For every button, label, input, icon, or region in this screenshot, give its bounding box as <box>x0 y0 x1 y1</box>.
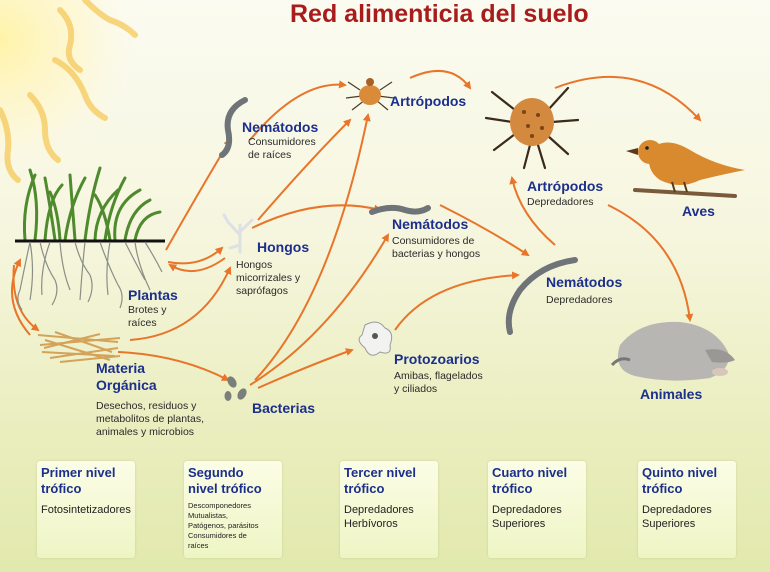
nematode-icon <box>219 97 248 158</box>
trophic-level-desc: Fotosintetizadores <box>41 503 131 517</box>
trophic-level-card: Primer nivel trófico Fotosintetizadores <box>37 461 135 558</box>
fungi-desc-line: Hongos <box>236 259 273 271</box>
plants-desc: Brotes y raíces <box>128 304 167 330</box>
bacteria-label: Bacterias <box>252 400 316 416</box>
trophic-level-title: Quinto nivel trófico <box>642 465 717 497</box>
trophic-level-title-line: Cuarto nivel <box>492 465 568 480</box>
organic-matter-desc: Desechos, residuos y metabolitos de plan… <box>96 400 204 439</box>
organic-matter-desc-line: metabolitos de plantas, <box>96 413 204 425</box>
bacterial-nematodes-label: Nemátodos <box>392 216 469 232</box>
trophic-level-title-line: trófico <box>492 481 533 496</box>
trophic-level-title-line: Segundo <box>188 465 244 480</box>
protozoa-desc-line: Amibas, flagelados <box>394 370 483 382</box>
trophic-level-title-line: trófico <box>642 481 683 496</box>
organic-matter-label-line: Materia <box>96 360 146 376</box>
protozoa-desc-line: y ciliados <box>394 383 438 395</box>
birds-label: Aves <box>682 203 715 219</box>
trophic-level-desc-line: Herbívoros <box>344 518 398 530</box>
trophic-level-desc-line: Mutualistas, <box>188 511 229 520</box>
trophic-level-desc-line: Depredadores <box>642 504 712 516</box>
bird-icon <box>626 140 745 198</box>
page-title: Red alimenticia del suelo <box>290 0 589 28</box>
root-nematodes-desc-line: de raíces <box>248 149 292 161</box>
plants-desc-line: Brotes y <box>128 304 167 316</box>
bacteria-icon <box>224 376 247 401</box>
arthropods-label: Artrópodos <box>390 93 467 109</box>
trophic-level-title: Segundo nivel trófico <box>188 465 262 497</box>
fungi-label: Hongos <box>257 239 310 255</box>
bacterial-nematodes-desc: Consumidores de bacterias y hongos <box>392 235 480 261</box>
trophic-level-desc-line: Depredadores <box>344 504 414 516</box>
predatory-nematodes-label: Nemátodos <box>546 274 623 290</box>
fungi-desc-line: saprófagos <box>236 285 288 297</box>
nematode-icon <box>505 257 578 335</box>
predatory-arthropods-label: Artrópodos <box>527 178 604 194</box>
trophic-level-title-line: trófico <box>41 481 82 496</box>
trophic-level-title: Primer nivel trófico <box>41 465 115 497</box>
trophic-level-card: Quinto nivel trófico Depredadores Superi… <box>638 461 736 558</box>
food-web-arrows <box>11 70 702 389</box>
plants-illustration <box>15 166 165 311</box>
predatory-mite-icon <box>484 86 580 170</box>
nematode-icon <box>369 204 431 215</box>
fungi-desc: Hongos micorrizales y saprófagos <box>236 259 300 298</box>
organic-matter-illustration <box>37 331 121 363</box>
organic-matter-label-line: Orgánica <box>96 377 157 393</box>
fungi-icon <box>222 213 254 254</box>
plants-desc-line: raíces <box>128 317 157 329</box>
organic-matter-desc-line: Desechos, residuos y <box>96 400 197 412</box>
root-nematodes-label: Nemátodos <box>242 119 319 135</box>
root-nematodes-desc: Consumidores de raíces <box>248 136 316 162</box>
protozoa-icon <box>358 321 393 356</box>
trophic-level-title-line: Tercer nivel <box>344 465 417 480</box>
trophic-level-title-line: trófico <box>344 481 385 496</box>
trophic-level-desc: Depredadores Herbívoros <box>344 503 414 531</box>
trophic-level-title-line: nivel trófico <box>188 481 262 496</box>
protozoa-desc: Amibas, flagelados y ciliados <box>394 370 483 396</box>
bacterial-nematodes-desc-line: Consumidores de <box>392 235 475 247</box>
predatory-nematodes-desc: Depredadores <box>546 294 613 306</box>
sun-icon <box>0 0 140 183</box>
trophic-level-card: Cuarto nivel trófico Depredadores Superi… <box>488 461 586 558</box>
trophic-level-title: Cuarto nivel trófico <box>492 465 567 497</box>
predatory-arthropods-desc: Depredadores <box>527 196 594 208</box>
trophic-level-desc-line: Superiores <box>642 518 696 530</box>
trophic-level-card: Segundo nivel trófico Descomponedores Mu… <box>184 461 282 558</box>
protozoa-label: Protozoarios <box>394 351 480 367</box>
trophic-level-desc: Descomponedores Mutualistas, Patógenos, … <box>188 501 258 551</box>
plants-label: Plantas <box>128 287 178 303</box>
organic-matter-desc-line: animales y microbios <box>96 426 195 438</box>
trophic-level-desc-line: Superiores <box>492 518 546 530</box>
trophic-level-desc: Depredadores Superiores <box>642 503 712 531</box>
trophic-level-desc-line: Descomponedores <box>188 501 251 510</box>
trophic-level-card: Tercer nivel trófico Depredadores Herbív… <box>340 461 438 558</box>
trophic-level-desc-line: raíces <box>188 541 209 550</box>
trophic-level-desc-line: Fotosintetizadores <box>41 504 131 516</box>
trophic-level-desc-line: Depredadores <box>492 504 562 516</box>
trophic-level-desc-line: Patógenos, parásitos <box>188 521 259 530</box>
trophic-level-title-line: Primer nivel <box>41 465 116 480</box>
bacterial-nematodes-desc-line: bacterias y hongos <box>392 248 481 260</box>
trophic-level-title: Tercer nivel trófico <box>344 465 416 497</box>
trophic-level-title-line: Quinto nivel <box>642 465 718 480</box>
trophic-level-desc-line: Consumidores de <box>188 531 247 540</box>
mole-icon <box>610 321 735 381</box>
root-nematodes-desc-line: Consumidores <box>248 136 316 148</box>
trophic-level-desc: Depredadores Superiores <box>492 503 562 531</box>
fungi-desc-line: micorrizales y <box>236 272 301 284</box>
animals-label: Animales <box>640 386 703 402</box>
arthropod-icon <box>345 78 395 111</box>
organic-matter-label: Materia Orgánica <box>96 360 157 394</box>
